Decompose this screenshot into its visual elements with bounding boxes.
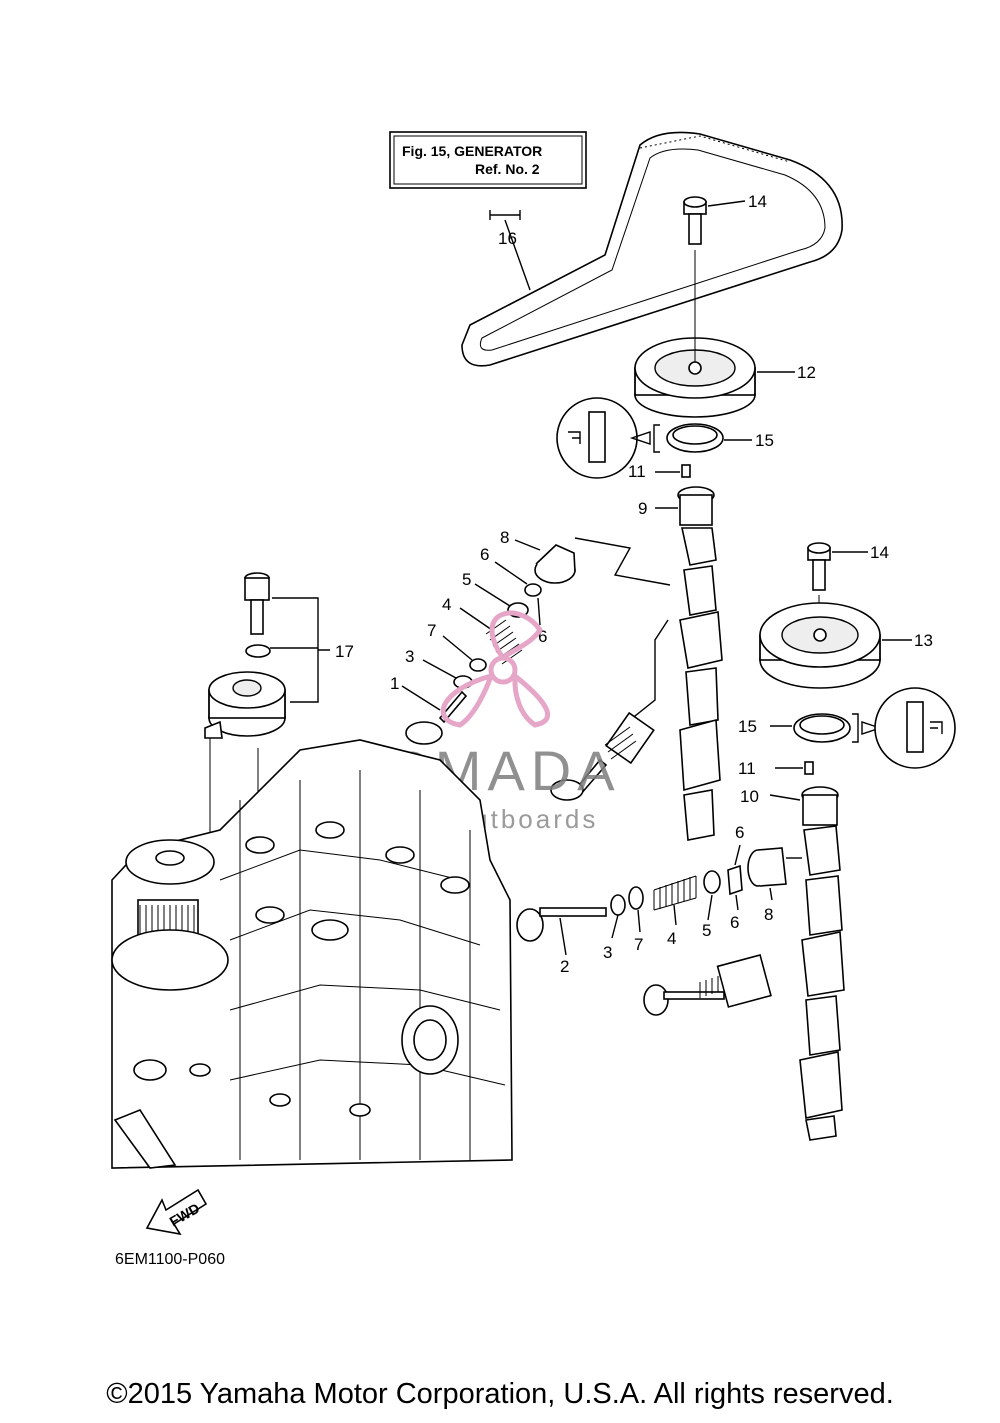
callout-15-lower[interactable]: 15 [738,717,757,736]
callout-17[interactable]: 17 [335,642,354,661]
callout-1[interactable]: 1 [390,674,399,693]
callout-3-upper[interactable]: 3 [405,647,414,666]
valve-intake-upper[interactable] [405,690,468,745]
callout-2[interactable]: 2 [560,957,569,976]
callout-8-lower[interactable]: 8 [764,905,773,924]
callout-4-upper[interactable]: 4 [442,595,451,614]
valve-lifter-upper[interactable] [534,544,576,584]
valve-cotter-lower[interactable] [727,864,743,896]
tensioner-bolt[interactable] [244,572,270,635]
callout-6-lower-a[interactable]: 6 [735,823,744,842]
callout-6-upper-a[interactable]: 6 [480,545,489,564]
copyright-notice: ©2015 Yamaha Motor Corporation, U.S.A. A… [106,1378,894,1410]
watermark-propeller-icon [440,610,550,728]
reference-number: Ref. No. 2 [475,161,540,177]
callout-6-lower-b[interactable]: 6 [730,913,739,932]
callout-15-upper[interactable]: 15 [755,431,774,450]
belt-tensioner[interactable] [204,671,286,739]
spring-retainer-lower[interactable] [703,870,721,894]
dowel-pin-lower[interactable] [804,761,814,775]
callout-11-lower[interactable]: 11 [738,759,756,778]
callout-5-lower[interactable]: 5 [702,921,711,940]
callout-6-upper-b[interactable]: 6 [538,627,547,646]
valve-assembly-upper[interactable] [550,711,655,801]
callout-12[interactable]: 12 [797,363,816,382]
callout-8-upper[interactable]: 8 [500,528,509,547]
bolt-upper[interactable] [683,196,707,245]
valve-lifter-lower[interactable] [747,847,787,887]
callout-14-upper[interactable]: 14 [748,192,767,211]
oil-seal-upper[interactable] [666,423,724,453]
camshaft-exhaust[interactable] [677,486,723,841]
callout-10[interactable]: 10 [740,787,759,806]
bolt-lower[interactable] [807,542,831,591]
callout-3-lower[interactable]: 3 [603,943,612,962]
callout-7-lower[interactable]: 7 [634,935,643,954]
valve-cotter-upper[interactable] [524,583,542,597]
stem-seal-upper[interactable] [469,658,487,672]
valve-spring-lower[interactable] [653,875,697,911]
reference-title: Fig. 15, GENERATOR [402,143,542,159]
valve-assembly-lower[interactable] [643,954,772,1016]
reference-box[interactable]: Fig. 15, GENERATOR Ref. No. 2 [389,131,587,189]
timing-belt[interactable] [461,131,843,367]
valve-exhaust-lower[interactable] [516,907,607,942]
dowel-pin-upper[interactable] [681,464,691,478]
seal-detail-upper[interactable] [556,397,638,479]
spring-seat-lower[interactable] [610,894,626,916]
callout-11-upper[interactable]: 11 [628,462,646,481]
callout-13[interactable]: 13 [914,631,933,650]
seal-detail-lower[interactable] [874,687,956,769]
callout-7-upper[interactable]: 7 [427,621,436,640]
callout-14-lower[interactable]: 14 [870,543,889,562]
callout-4-lower[interactable]: 4 [667,929,676,948]
cam-pulley-exhaust[interactable] [634,280,756,418]
callout-5-upper[interactable]: 5 [462,570,471,589]
diagram-code: 6EM1100-P060 [115,1251,225,1268]
callout-9[interactable]: 9 [638,499,647,518]
forward-arrow-icon: FWD [145,1188,208,1236]
callout-16[interactable]: 16 [498,229,517,248]
cylinder-head [111,739,513,1169]
tensioner-washer[interactable] [245,644,271,658]
stem-seal-lower[interactable] [628,886,644,910]
camshaft-intake[interactable] [799,786,845,1141]
oil-seal-lower[interactable] [793,713,851,743]
cam-pulley-intake[interactable] [759,602,881,689]
